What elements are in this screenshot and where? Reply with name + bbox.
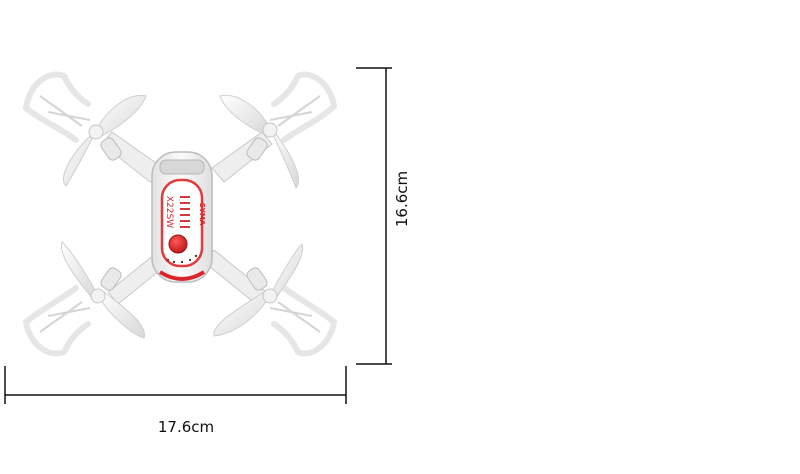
width-dimension-line <box>4 366 347 404</box>
motor-pods <box>100 137 268 291</box>
brand-label: SYMA <box>198 203 206 226</box>
height-dimension-line <box>356 67 392 365</box>
prop-guard-struts <box>39 95 321 333</box>
speaker-dots <box>166 254 198 264</box>
drone: X22SW SYMA <box>23 71 337 357</box>
model-label: X22SW <box>164 196 174 228</box>
power-button-icon <box>168 234 188 254</box>
propeller-rear-right <box>213 243 304 337</box>
vent-dots <box>180 196 190 228</box>
drone-body: X22SW SYMA <box>151 151 213 283</box>
height-dimension-label: 16.6cm <box>393 170 411 228</box>
propeller-front-left <box>63 94 147 187</box>
propeller-rear-left <box>60 241 145 339</box>
propeller-front-right <box>219 94 300 190</box>
width-dimension-label: 17.6cm <box>157 418 215 436</box>
prop-guards <box>23 71 337 357</box>
